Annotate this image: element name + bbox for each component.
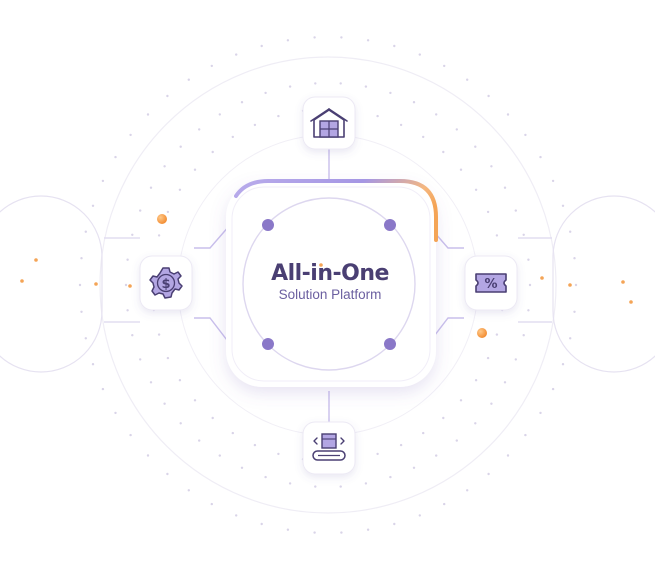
node-dollar-gear[interactable]: $ [139,255,193,311]
node-dot-top-left [262,219,274,231]
left-pill-outline [0,195,103,373]
node-dot-bottom-right [384,338,396,350]
platform-subtitle: Solution Platform [278,287,382,302]
node-dots [262,219,396,350]
right-pill-outline [552,195,655,373]
node-dot-top-right [384,219,396,231]
node-discount-ticket[interactable]: % [464,255,518,311]
hub-label: All-in-One Solution Platform [230,262,430,303]
discount-ticket-icon: % [475,273,507,293]
warehouse-icon [310,108,348,138]
svg-text:$: $ [161,277,170,292]
node-dot-bottom-left [262,338,274,350]
orange-accent-dots [20,214,633,338]
node-warehouse[interactable] [302,96,356,150]
platform-title: All-in-One [271,261,389,286]
svg-text:%: % [484,277,497,292]
package-conveyor-icon [312,433,346,461]
central-hub [226,179,438,387]
dollar-gear-icon: $ [149,267,183,299]
node-package-conveyor[interactable] [302,421,356,475]
